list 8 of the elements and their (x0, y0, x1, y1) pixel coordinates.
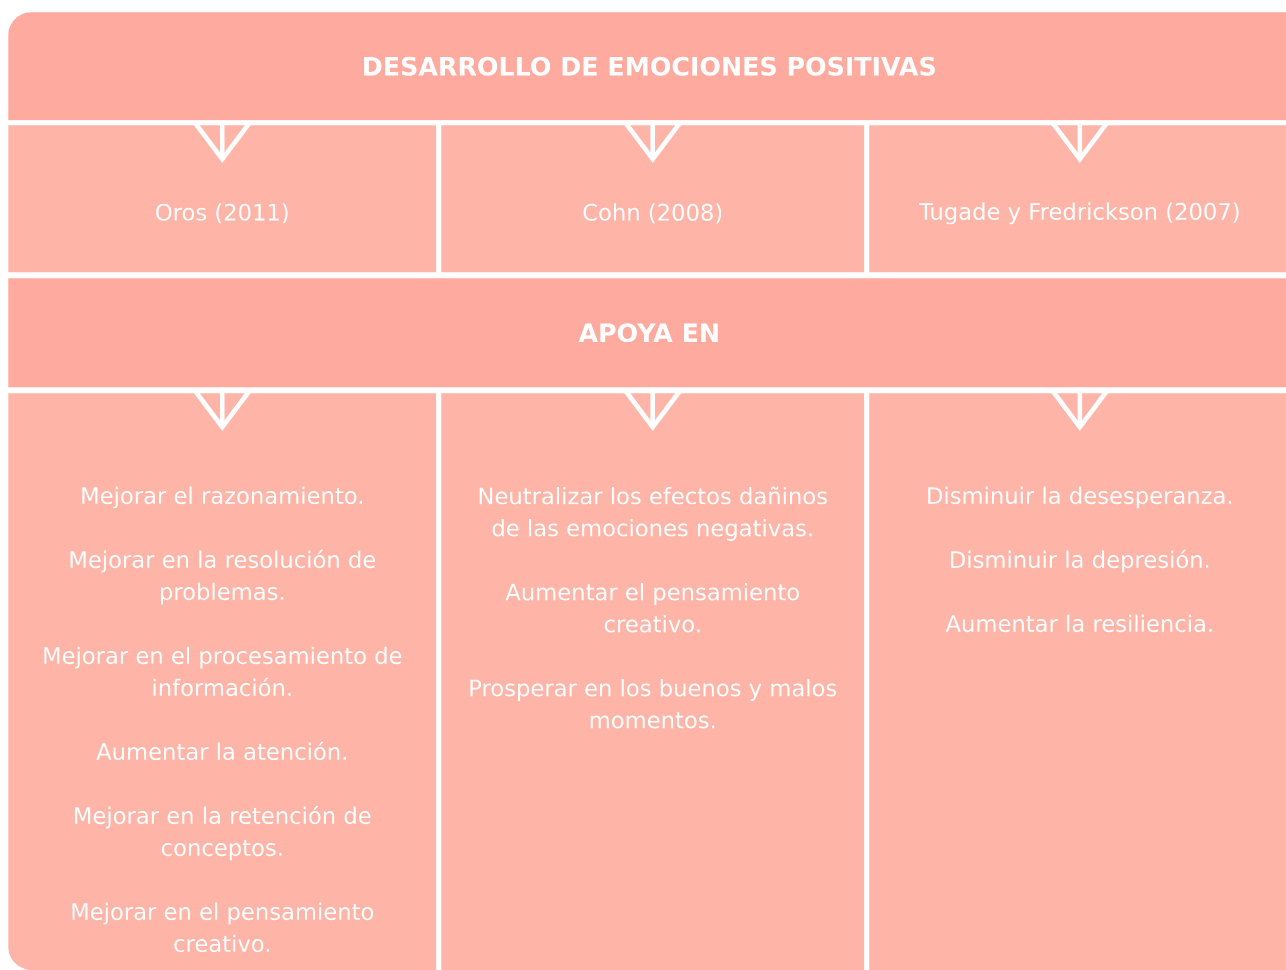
list-box: Neutralizar los efectos dañinos de las emociones negativas. Aumentar el pensamiento creativo. Prosperar en los buenos y malos momentos. (441, 393, 865, 970)
author-box: Cohn (2008) (441, 125, 865, 273)
author-box: Oros (2011) (8, 125, 437, 273)
list-box: Disminuir la desesperanza. Disminuir la depresión. Aumentar la resiliencia. (869, 393, 1286, 970)
author-box: Tugade y Fredrickson (2007) (869, 125, 1286, 273)
heading-band: DESARROLLO DE EMOCIONES POSITIVAS (8, 12, 1286, 121)
list-box: Mejorar el razonamiento. Mejorar en la resolución de problemas. Mejorar en el procesamiento de información. Aumentar la atención. Mejorar en la retención de conceptos. Mejorar en el pensamiento creativo. (8, 393, 437, 970)
heading-band: APOYA EN (8, 278, 1286, 388)
